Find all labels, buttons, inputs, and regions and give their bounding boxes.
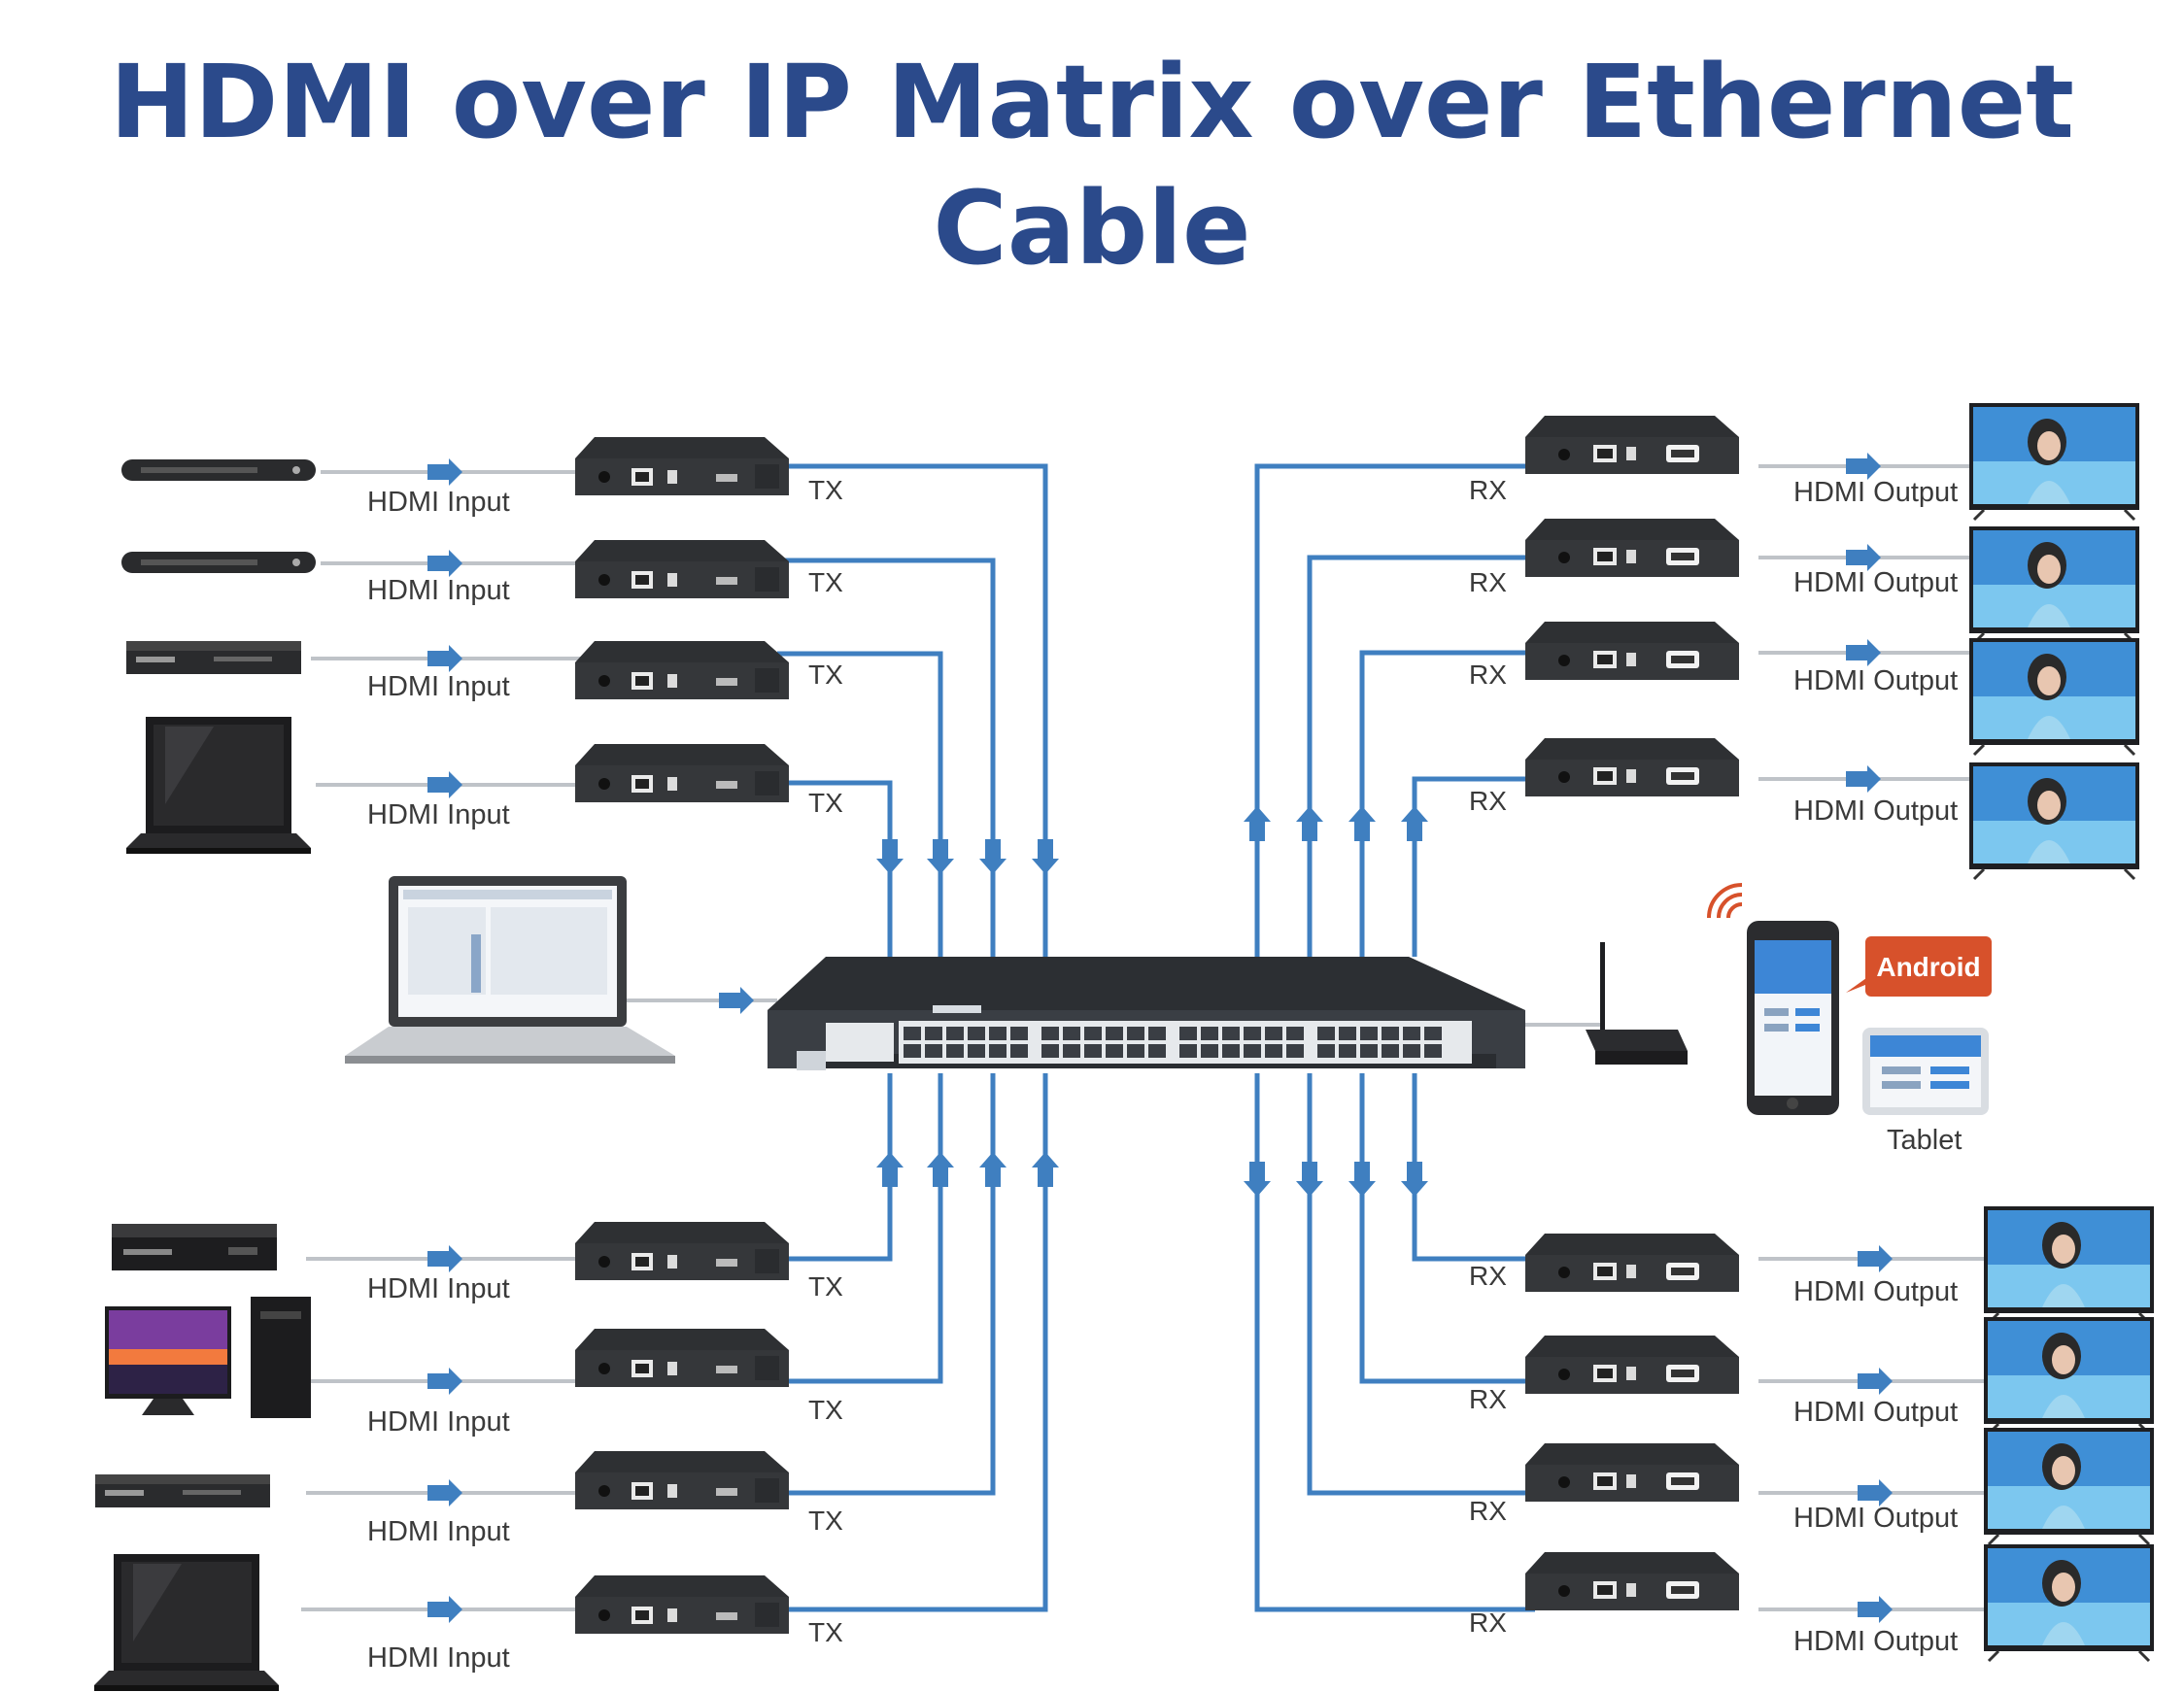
laptop-icon [94, 1554, 279, 1691]
tx-label: TX [808, 475, 843, 505]
hdmi-output-label: HDMI Output [1793, 1276, 1958, 1307]
hdmi-output-label: HDMI Output [1793, 1626, 1958, 1657]
rx-labels: RX RX RX RX RX RX RX RX [1469, 475, 1507, 1638]
page-title: HDMI over IP Matrix over Ethernet Cable [110, 43, 2074, 288]
tx-labels: TX TX TX TX TX TX TX TX [808, 475, 843, 1647]
tv-icon [1982, 1315, 2156, 1436]
tx-extender-icon [575, 1329, 789, 1387]
tx-extender-icon [575, 1451, 789, 1509]
hdmi-input-label: HDMI Input [367, 1406, 510, 1438]
tx-extender-icon [575, 641, 789, 699]
tx-extender-icon [575, 1222, 789, 1280]
bluray-player-icon [121, 552, 316, 573]
rx-extender-icon [1525, 1443, 1739, 1502]
laptop-icon [126, 717, 311, 854]
hdmi-input-label: HDMI Input [367, 799, 510, 830]
rx-extender-icon [1525, 1234, 1739, 1292]
tablet-icon [1862, 1028, 1989, 1115]
dvd-player-icon [95, 1474, 270, 1507]
rx-extender-icon [1525, 519, 1739, 577]
switch-icon [768, 957, 1525, 1070]
hdmi-input-label: HDMI Input [367, 671, 510, 702]
hdmi-output-label: HDMI Output [1793, 567, 1958, 598]
tx-extender-icon [575, 744, 789, 802]
hdmi-input-label: HDMI Input [367, 1273, 510, 1304]
smartphone-icon [1747, 921, 1839, 1115]
rx-extender-icon [1525, 738, 1739, 796]
tx-label: TX [808, 1395, 843, 1425]
tv-icon [1967, 761, 2141, 881]
tx-label: TX [808, 1617, 843, 1647]
dvd-player-icon [126, 641, 301, 674]
wifi-router-icon [1586, 942, 1688, 1065]
hdmi-output-label: HDMI Output [1793, 1503, 1958, 1534]
tx-extender-icon [575, 1575, 789, 1634]
rx-extender-icon [1525, 416, 1739, 474]
control-laptop-icon [345, 876, 675, 1064]
tv-icon [1982, 1426, 2156, 1546]
rx-label: RX [1469, 567, 1507, 597]
rx-extender-icon [1525, 622, 1739, 680]
rx-label: RX [1469, 786, 1507, 816]
rx-label: RX [1469, 1607, 1507, 1638]
cables [777, 463, 1535, 1612]
tv-icon [1967, 636, 2141, 757]
tx-label: TX [808, 1506, 843, 1536]
tv-icon [1982, 1542, 2156, 1663]
tv-icon [1967, 401, 2141, 522]
wifi-signal-icon [1707, 883, 1743, 919]
desktop-pc-icon [105, 1297, 311, 1418]
hdmi-input-label: HDMI Input [367, 1516, 510, 1547]
hdmi-input-label: HDMI Input [367, 487, 510, 518]
rx-label: RX [1469, 1496, 1507, 1526]
android-label: Android [1876, 952, 1980, 982]
tx-label: TX [808, 1271, 843, 1302]
set-top-box-icon [112, 1224, 277, 1270]
tx-label: TX [808, 660, 843, 690]
tx-extender-icon [575, 540, 789, 598]
hdmi-input-label: HDMI Input [367, 1642, 510, 1674]
hdmi-output-label: HDMI Output [1793, 665, 1958, 696]
rx-label: RX [1469, 660, 1507, 690]
tv-icon [1967, 525, 2141, 645]
bluray-player-icon [121, 459, 316, 481]
android-badge: Android [1846, 936, 1992, 997]
hdmi-output-labels: HDMI Output HDMI Output HDMI Output HDMI… [1793, 477, 1958, 1657]
rx-label: RX [1469, 475, 1507, 505]
hdmi-input-labels: HDMI Input HDMI Input HDMI Input HDMI In… [367, 487, 510, 1674]
rx-label: RX [1469, 1384, 1507, 1414]
rx-extender-icon [1525, 1552, 1739, 1610]
rx-extender-icon [1525, 1336, 1739, 1394]
tx-extender-icon [575, 437, 789, 495]
hdmi-output-label: HDMI Output [1793, 477, 1958, 508]
tx-label: TX [808, 788, 843, 818]
hdmi-input-label: HDMI Input [367, 575, 510, 606]
tx-label: TX [808, 567, 843, 597]
rx-label: RX [1469, 1261, 1507, 1291]
hdmi-output-label: HDMI Output [1793, 1397, 1958, 1428]
hdmi-output-label: HDMI Output [1793, 795, 1958, 827]
tv-icon [1982, 1204, 2156, 1325]
tablet-label: Tablet [1887, 1125, 1962, 1156]
